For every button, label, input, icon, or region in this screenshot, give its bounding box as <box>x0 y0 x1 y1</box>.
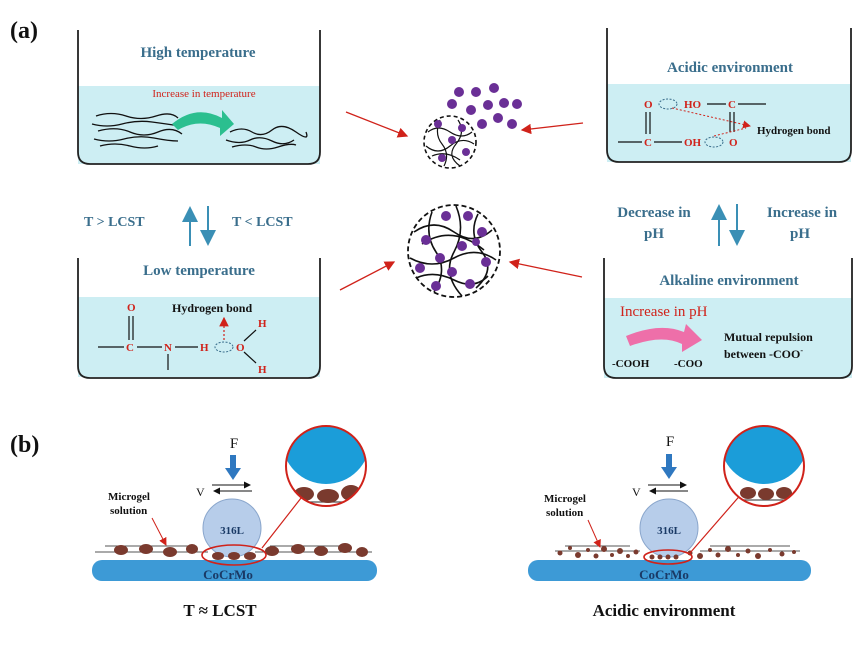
carboxyl-dimer: O HO C C OH O <box>618 98 766 149</box>
substrate-bar <box>92 560 377 581</box>
hydrogen-bond-label: Hydrogen bond <box>172 301 252 315</box>
decrease-ph-label-2: pH <box>644 226 664 242</box>
svg-text:C: C <box>126 342 134 354</box>
teal-arrow <box>172 110 234 136</box>
microgel-label-2: solution <box>546 507 583 519</box>
svg-text:H: H <box>200 342 209 354</box>
svg-text:C: C <box>728 99 736 111</box>
microgel-swollen <box>407 204 501 298</box>
ball-label: 316L <box>220 525 244 537</box>
microgel-pointer <box>587 519 601 548</box>
hydrogen-bond-label: Hydrogen bond <box>757 125 830 137</box>
svg-text:H: H <box>258 318 267 330</box>
caption-right: Acidic environment <box>593 601 736 620</box>
microgel-label-2: solution <box>110 505 147 517</box>
tribology-left: CoCrMo 316L F <box>92 425 377 620</box>
beaker-outline <box>77 30 321 165</box>
low-temp-title: Low temperature <box>143 263 255 279</box>
beaker-high-temperature: High temperature Increase in temperature <box>77 30 321 165</box>
red-pointer-arrows <box>339 111 584 291</box>
microgel-label-1: Microgel <box>544 493 586 505</box>
increase-ph-label-1: Increase in <box>767 205 838 221</box>
beaker-low-temperature: Low temperature Hydrogen bond O C N H O … <box>77 258 321 379</box>
panel-label-a: (a) <box>10 18 38 44</box>
t-above-lcst-label: T > LCST <box>84 215 145 230</box>
svg-text:OH: OH <box>684 137 702 149</box>
substrate-bar <box>528 560 811 581</box>
velocity-label: V <box>632 485 641 499</box>
alkaline-title: Alkaline environment <box>659 273 798 289</box>
svg-text:O: O <box>236 342 245 354</box>
ball-label: 316L <box>657 525 681 537</box>
microgel-particles <box>557 546 796 560</box>
extended-chains <box>91 112 183 149</box>
svg-text:C: C <box>644 137 652 149</box>
caption-left: T ≈ LCST <box>183 601 257 620</box>
released-particles <box>447 83 522 129</box>
repulsion-label-2: between -COO- <box>724 346 803 361</box>
microgel-particles <box>114 543 368 560</box>
left-transition-arrows: T > LCST T < LCST <box>84 206 293 246</box>
increase-temperature-label: Increase in temperature <box>152 88 255 100</box>
pink-arrow <box>626 324 702 352</box>
svg-text:O: O <box>644 99 653 111</box>
cooh-label: -COOH <box>612 358 650 370</box>
beaker-outline <box>603 258 853 379</box>
decrease-ph-label-1: Decrease in <box>617 205 691 221</box>
increase-ph-note: Increase in pH <box>620 304 708 320</box>
tribology-right: CoCrMo 316L <box>528 425 811 620</box>
svg-text:HO: HO <box>684 99 702 111</box>
substrate-label: CoCrMo <box>203 567 253 582</box>
svg-text:O: O <box>127 302 136 314</box>
force-arrow-head <box>225 468 241 480</box>
microgel-pointer <box>151 517 167 546</box>
acidic-title: Acidic environment <box>667 60 793 76</box>
force-label: F <box>230 436 238 452</box>
svg-text:H: H <box>258 364 267 376</box>
collapsed-chains <box>225 125 308 150</box>
panel-label-b: (b) <box>10 432 39 458</box>
t-below-lcst-label: T < LCST <box>232 215 293 230</box>
amide-structure: O C N H O H H <box>98 302 267 376</box>
water-fill <box>78 297 320 377</box>
beaker-outline <box>606 28 852 163</box>
water-fill <box>607 84 851 162</box>
microgel-label-1: Microgel <box>108 491 150 503</box>
force-arrow-shaft <box>666 454 672 468</box>
coo-label: -COO <box>674 358 703 370</box>
beaker-outline <box>77 258 321 379</box>
force-arrow-head <box>661 467 677 479</box>
right-transition-arrows: Decrease in pH Increase in pH <box>617 204 838 246</box>
microgel-collapsed <box>423 83 522 169</box>
contact-zone-highlight <box>201 544 267 566</box>
high-temp-title: High temperature <box>140 45 255 61</box>
svg-text:N: N <box>164 342 172 354</box>
beaker-acidic: Acidic environment O HO C C OH O Hydroge… <box>606 28 852 163</box>
increase-ph-label-2: pH <box>790 226 810 242</box>
velocity-label: V <box>196 485 205 499</box>
repulsion-label-1: Mutual repulsion <box>724 330 813 344</box>
beaker-alkaline: Alkaline environment Increase in pH -COO… <box>603 258 853 379</box>
contact-zone-highlight <box>643 549 693 565</box>
zoom-inset <box>285 425 367 507</box>
svg-text:O: O <box>729 137 738 149</box>
substrate-label: CoCrMo <box>639 567 689 582</box>
force-label: F <box>666 434 674 450</box>
force-arrow-shaft <box>230 455 236 469</box>
zoom-inset <box>723 425 805 507</box>
